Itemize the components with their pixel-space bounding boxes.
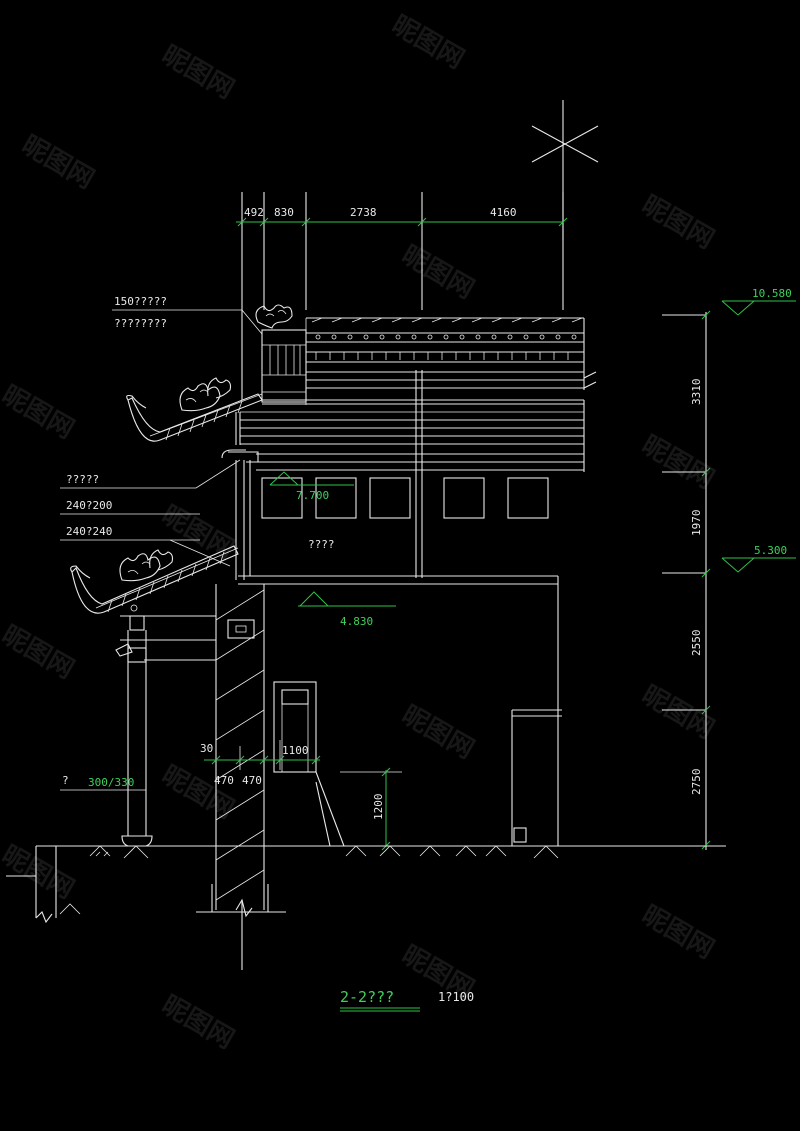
label-ridge: 150?????	[114, 295, 167, 308]
watermark-text: 昵图网	[0, 380, 79, 445]
dim-470a: 470	[214, 774, 234, 787]
top-dimension-chain: 492 830 2738 4160	[236, 192, 568, 400]
label-eave: ?????	[66, 473, 99, 486]
level-marker-mid: 5.300	[721, 544, 796, 573]
right-dimension-chain: 3310 1970 2550 2750	[662, 310, 711, 850]
north-cross-symbol	[531, 100, 599, 240]
level-marker-upper: 7.700	[269, 471, 354, 502]
dim-4160: 4160	[490, 206, 517, 219]
upper-eave	[126, 377, 263, 463]
lower-eave	[70, 545, 239, 614]
watermark-text: 昵图网	[0, 840, 79, 905]
watermark-text: 昵图网	[157, 760, 240, 825]
svg-text:7.700: 7.700	[296, 489, 329, 502]
watermark-text: 昵图网	[637, 900, 720, 965]
svg-text:?: ?	[62, 774, 69, 787]
svg-text:10.580: 10.580	[752, 287, 792, 300]
level-marker-lower: 4.830	[298, 591, 396, 628]
watermark-text: 昵图网	[637, 680, 720, 745]
column-label: ? 300/330	[60, 774, 146, 791]
front-column	[115, 584, 265, 910]
title-name: 2-2???	[340, 988, 394, 1006]
dim-830: 830	[274, 206, 294, 219]
dim-1200: 1200	[372, 794, 385, 821]
label-ridge-detail: ????????	[114, 317, 167, 330]
dim-470b: 470	[242, 774, 262, 787]
dim-2550: 2550	[690, 630, 703, 657]
watermark-text: 昵图网	[387, 10, 470, 75]
small-dimensions: 30 1100 470 470 1200	[200, 740, 402, 851]
watermark-text: 昵图网	[397, 700, 480, 765]
title-scale: 1?100	[438, 990, 474, 1004]
ground-line	[6, 845, 726, 924]
watermark-text: 昵图网	[637, 430, 720, 495]
dim-1970: 1970	[690, 510, 703, 537]
column-size: 300/330	[88, 776, 134, 789]
dim-30: 30	[200, 742, 213, 755]
label-beam-1: 240?200	[66, 499, 112, 512]
label-beam-2: 240?240	[66, 525, 112, 538]
stair-door	[273, 681, 562, 847]
svg-text:4.830: 4.830	[340, 615, 373, 628]
watermark-text: 昵图网	[17, 130, 100, 195]
drawing-title: 2-2??? 1?100	[340, 988, 474, 1012]
watermark-text: 昵图网	[157, 990, 240, 1055]
level-marker-roof: 10.580	[721, 287, 796, 316]
watermark-text: 昵图网	[157, 40, 240, 105]
watermark-text: 昵图网	[0, 620, 79, 685]
dim-1100: 1100	[282, 744, 309, 757]
hatched-wall	[196, 589, 286, 970]
watermark-text: 昵图网	[637, 190, 720, 255]
watermark-text: 昵图网	[397, 240, 480, 305]
watermark-text: 昵图网	[157, 500, 240, 565]
dim-2750: 2750	[690, 769, 703, 796]
label-room: ????	[308, 538, 335, 551]
svg-text:5.300: 5.300	[754, 544, 787, 557]
dim-492: 492	[244, 206, 264, 219]
upper-floor: ????	[235, 370, 585, 846]
dim-3310: 3310	[690, 379, 703, 406]
dim-2738: 2738	[350, 206, 377, 219]
upper-roof	[240, 304, 597, 413]
